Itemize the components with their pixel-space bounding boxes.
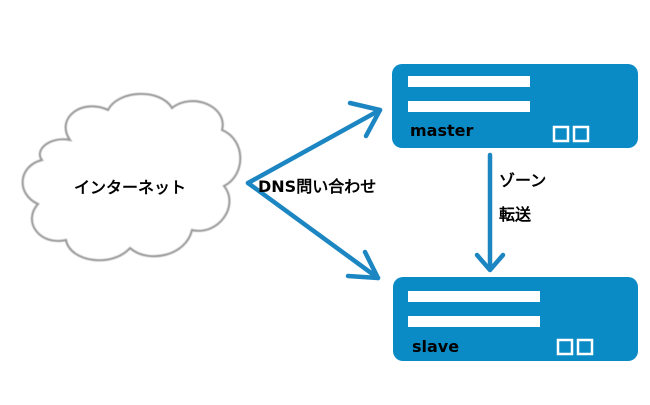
slave-led-2-icon — [576, 338, 594, 356]
cloud-label: インターネット — [74, 178, 186, 197]
arrow-to-master — [245, 107, 383, 186]
master-server: master — [392, 64, 638, 148]
zone-transfer-label-line1: ゾーン — [499, 171, 546, 190]
master-led-1-icon — [552, 125, 570, 143]
master-bar-1 — [408, 76, 530, 87]
arrow-to-slave — [245, 180, 381, 281]
slave-server: slave — [393, 277, 638, 361]
zone-transfer-label-line2: 転送 — [499, 205, 532, 224]
arrow-to-master-head — [347, 100, 383, 139]
slave-bar-1 — [408, 291, 540, 302]
internet-cloud: インターネット — [21, 92, 242, 262]
slave-led-1-icon — [556, 338, 574, 356]
master-bar-2 — [408, 101, 530, 112]
master-label: master — [410, 121, 473, 140]
query-arrows — [245, 100, 506, 281]
cloud-shape — [21, 92, 242, 262]
slave-label: slave — [412, 337, 459, 356]
transfer-arrow-head — [474, 252, 506, 273]
slave-bar-2 — [408, 316, 540, 327]
arrow-to-slave-head — [345, 249, 381, 281]
dns-query-label: DNS問い合わせ — [258, 177, 376, 196]
master-led-2-icon — [572, 125, 590, 143]
